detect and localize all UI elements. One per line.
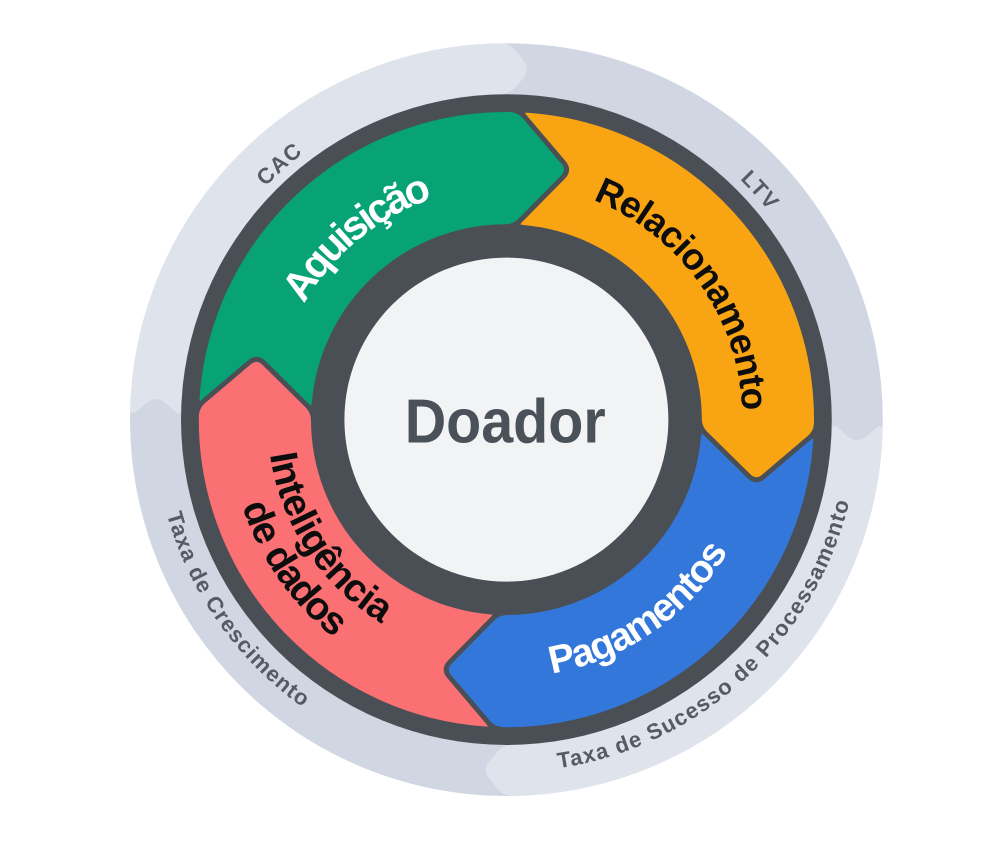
svg-text:Doador: Doador [405,388,606,457]
